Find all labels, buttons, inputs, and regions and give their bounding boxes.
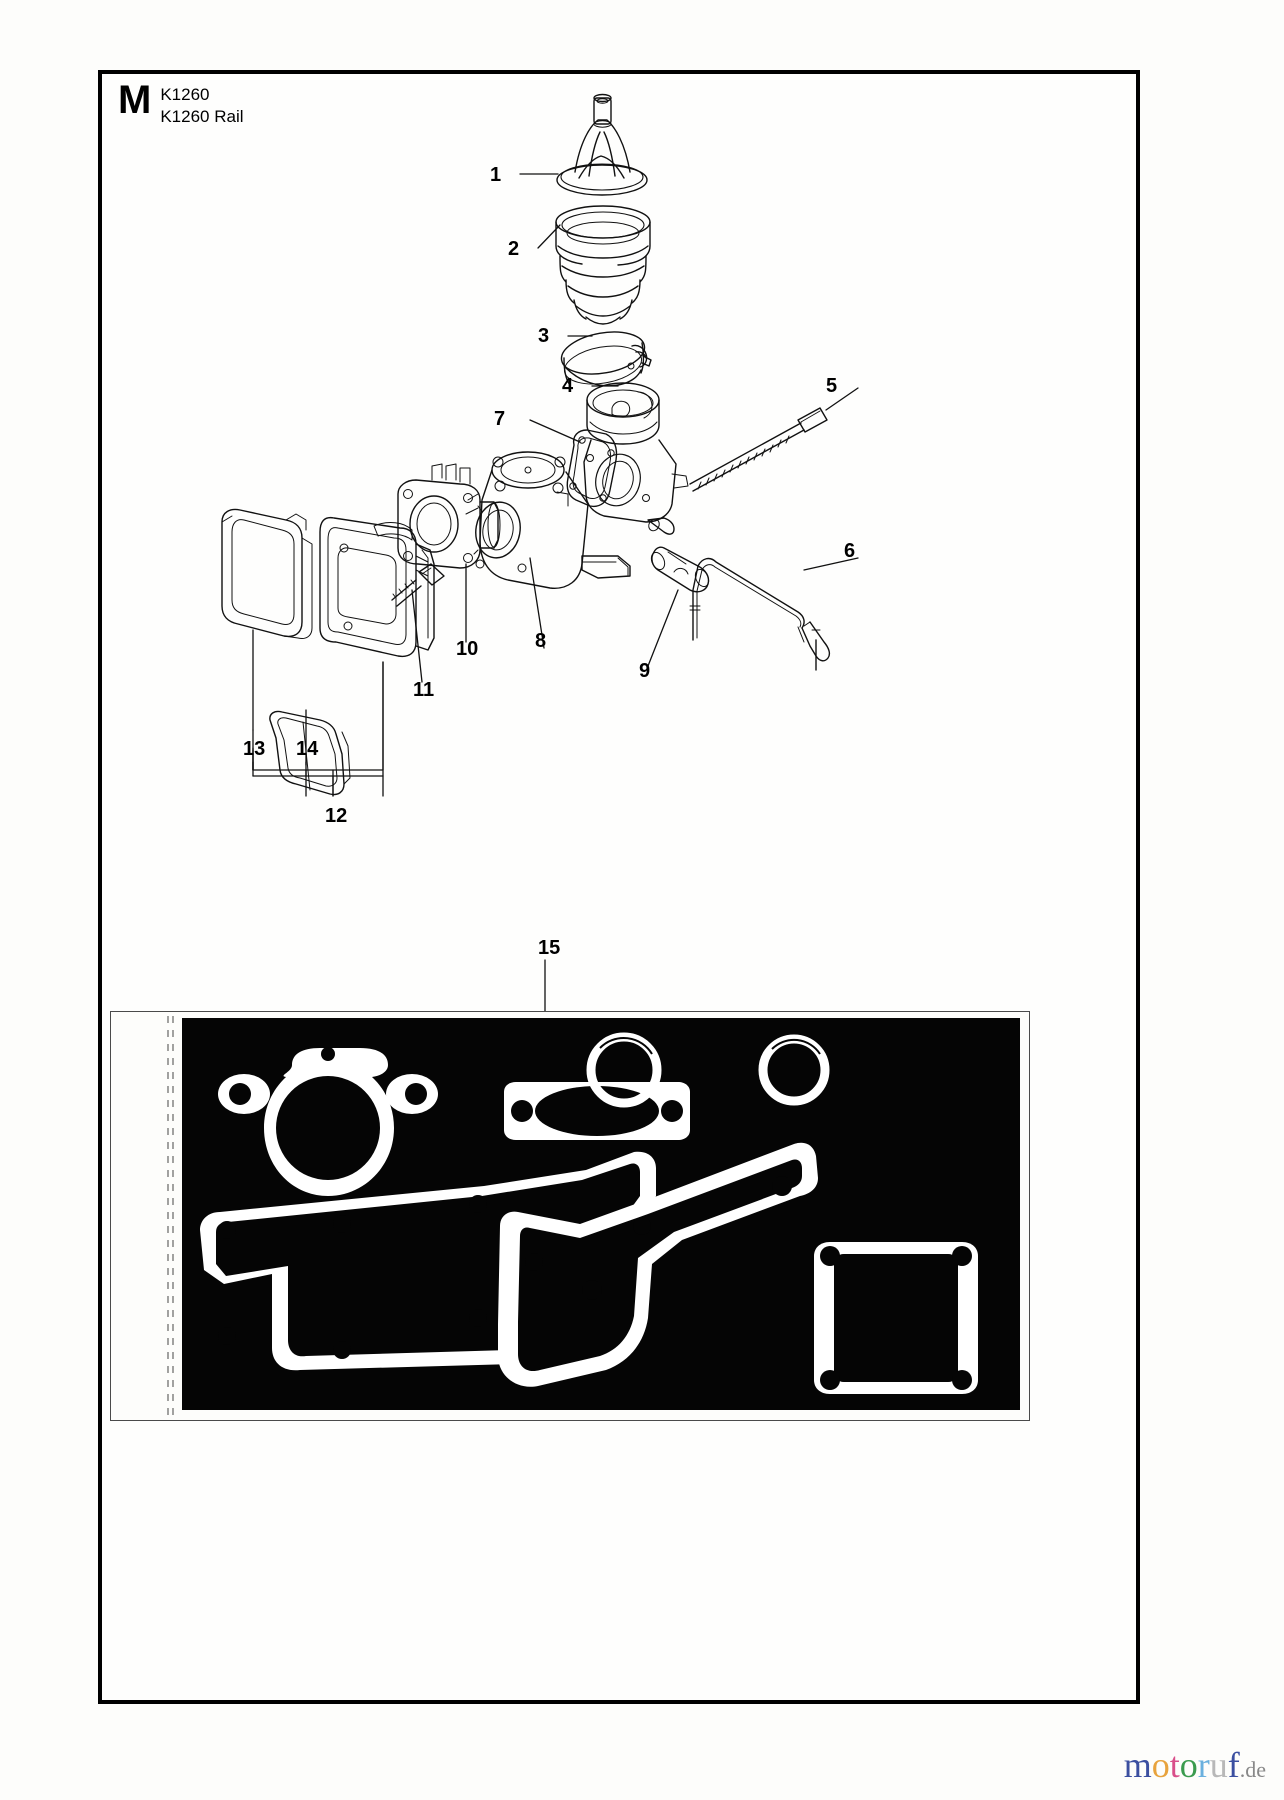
part-14-muffler-inner-gasket <box>269 710 351 796</box>
exploded-view-drawing <box>221 93 859 1012</box>
gasket-rectangular-cover <box>814 1242 978 1394</box>
callout-10: 10 <box>456 638 479 660</box>
callout-5: 5 <box>826 375 838 397</box>
bracket-12 <box>252 661 384 797</box>
callout-7: 7 <box>494 408 506 430</box>
callout-13: 13 <box>243 738 266 760</box>
callout-6: 6 <box>844 540 856 562</box>
gasket-kit-contents <box>182 1018 1020 1410</box>
callout-15: 15 <box>538 937 561 959</box>
callout-12: 12 <box>325 805 348 827</box>
o-ring-left <box>586 1032 662 1108</box>
o-ring-right <box>758 1034 830 1106</box>
part-13-muffler-outer-gasket <box>221 508 313 639</box>
part-9-impulse-fitting <box>650 546 710 593</box>
part-5-long-screw <box>689 407 828 492</box>
callout-1: 1 <box>490 164 502 186</box>
callout-4: 4 <box>562 375 574 397</box>
model-name-1: K1260 <box>160 85 210 104</box>
section-header: M K1260 K1260 Rail <box>118 78 244 128</box>
callout-3: 3 <box>538 325 550 347</box>
callout-9: 9 <box>639 660 651 682</box>
section-letter: M <box>118 78 151 122</box>
part-10-intake-manifold <box>397 463 501 569</box>
part-1-air-filter-cone <box>556 93 648 196</box>
callout-8: 8 <box>535 630 547 652</box>
part-3-hose-clamp <box>560 331 652 387</box>
gasket-kit-photo <box>182 1018 1020 1410</box>
motoruf-watermark: motoruf.de <box>1123 1745 1266 1785</box>
part-2-air-filter-bellows <box>555 205 651 325</box>
diagram-frame <box>98 70 1140 1704</box>
part-11-screw <box>391 563 445 607</box>
part-12-muffler-assembly <box>319 516 435 658</box>
gasket-kit-perforation <box>167 1016 174 1416</box>
part-6-throttle-rod <box>689 557 831 671</box>
gasket-crankcase-right <box>498 1142 818 1387</box>
part-7-carburettor-gasket <box>566 429 618 508</box>
callout-2: 2 <box>508 238 520 260</box>
callout-14: 14 <box>296 738 319 760</box>
part-8-cylinder <box>465 451 631 589</box>
callout-11: 11 <box>413 679 435 701</box>
model-name-2: K1260 Rail <box>160 107 244 126</box>
model-list: K1260 K1260 Rail <box>160 82 243 128</box>
part-4-carburettor <box>583 382 689 535</box>
gasket-round-cylinder-base <box>218 1047 438 1196</box>
